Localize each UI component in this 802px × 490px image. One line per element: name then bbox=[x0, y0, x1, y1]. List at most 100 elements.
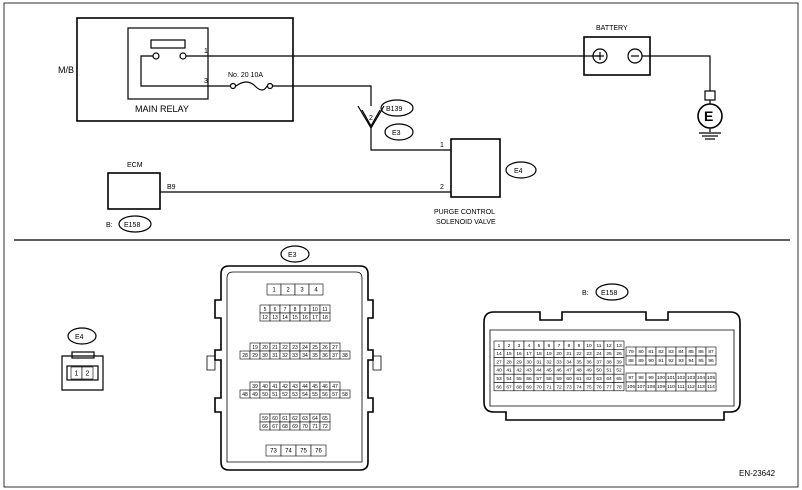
solenoid-connector-tag bbox=[505, 161, 537, 179]
connector-e3-label: E3 bbox=[392, 130, 401, 137]
connector-b139-label: B139 bbox=[386, 106, 402, 113]
main-relay-box bbox=[127, 27, 209, 100]
wire-fuse-to-b139 bbox=[273, 85, 372, 106]
pin-number: 39 bbox=[252, 384, 258, 390]
pin-number: 19 bbox=[252, 345, 258, 351]
pin-number: 73 bbox=[566, 384, 572, 390]
pin-number: 78 bbox=[616, 384, 622, 390]
pin-number: 18 bbox=[322, 315, 328, 321]
pin-number: 91 bbox=[658, 358, 664, 364]
pin-number: 59 bbox=[262, 416, 268, 422]
pin-number: 58 bbox=[546, 376, 552, 382]
battery-label: BATTERY bbox=[596, 25, 628, 32]
ground-label: E bbox=[704, 108, 713, 124]
pin-number: 35 bbox=[312, 353, 318, 359]
solenoid-pin-1: 1 bbox=[440, 142, 444, 149]
pin-number: 49 bbox=[252, 392, 258, 398]
pin-number: 24 bbox=[596, 351, 602, 357]
pin-number: 42 bbox=[282, 384, 288, 390]
e4-face-tag bbox=[67, 327, 97, 345]
pin-number: 70 bbox=[302, 424, 308, 430]
pin-number: 3 bbox=[518, 343, 521, 349]
pin-number: 17 bbox=[526, 351, 532, 357]
pin-number: 44 bbox=[302, 384, 308, 390]
pin-number: 63 bbox=[596, 376, 602, 382]
pin-number: 23 bbox=[586, 351, 592, 357]
pin-number: 7 bbox=[284, 307, 287, 313]
pin-number: 9 bbox=[578, 343, 581, 349]
pin-number: 47 bbox=[566, 368, 572, 374]
pin-number: 53 bbox=[496, 376, 502, 382]
pin-number: 53 bbox=[292, 392, 298, 398]
pin-number: 59 bbox=[556, 376, 562, 382]
pin-number: 16 bbox=[302, 315, 308, 321]
pin-number: 50 bbox=[262, 392, 268, 398]
pin-number: 71 bbox=[546, 384, 552, 390]
pin-number: 100 bbox=[657, 375, 665, 381]
pin-number: 31 bbox=[272, 353, 278, 359]
pin-number: 81 bbox=[648, 349, 654, 355]
pin-number: 77 bbox=[606, 384, 612, 390]
pin-number: 67 bbox=[272, 424, 278, 430]
ecm-connector-label: E158 bbox=[124, 222, 140, 229]
pin-number: 72 bbox=[322, 424, 328, 430]
pin-number: 64 bbox=[312, 416, 318, 422]
pin-number: 38 bbox=[606, 359, 612, 365]
pin-number: 95 bbox=[698, 358, 704, 364]
pin-number: 48 bbox=[576, 368, 582, 374]
pin-number: 57 bbox=[332, 392, 338, 398]
e4-connector-face bbox=[61, 355, 104, 391]
pin-cell bbox=[705, 381, 717, 392]
pin-cell bbox=[339, 350, 351, 360]
pin-number: 5 bbox=[264, 307, 267, 313]
fuse-end-left bbox=[229, 82, 237, 90]
pin-number: 36 bbox=[586, 359, 592, 365]
pin-cell bbox=[705, 355, 717, 366]
pin-number: 60 bbox=[272, 416, 278, 422]
relay-contact-left bbox=[152, 52, 160, 60]
pin-number: 39 bbox=[616, 359, 622, 365]
solenoid-name-line1: PURGE CONTROL bbox=[434, 209, 495, 216]
pin-number: 30 bbox=[262, 353, 268, 359]
main-relay-label: MAIN RELAY bbox=[135, 104, 189, 114]
pin-number: 112 bbox=[687, 384, 695, 390]
pin-number: 58 bbox=[342, 392, 348, 398]
pin-number: 24 bbox=[302, 345, 308, 351]
pin-cell bbox=[310, 444, 327, 457]
pin-number: 31 bbox=[536, 359, 542, 365]
pin-number: 102 bbox=[677, 375, 685, 381]
pin-number: 36 bbox=[322, 353, 328, 359]
pin-number: 13 bbox=[616, 343, 622, 349]
pin-number: 19 bbox=[546, 351, 552, 357]
pin-number: 9 bbox=[304, 307, 307, 313]
pin-number: 86 bbox=[698, 349, 704, 355]
pin-number: 75 bbox=[300, 449, 307, 455]
pin-number: 87 bbox=[708, 349, 714, 355]
pin-number: 114 bbox=[707, 384, 715, 390]
mb-label: M/B bbox=[58, 65, 74, 75]
pin-number: 37 bbox=[596, 359, 602, 365]
pin-number: 1 bbox=[75, 370, 79, 377]
pin-number: 68 bbox=[516, 384, 522, 390]
battery-positive-icon bbox=[592, 48, 608, 64]
pin-number: 80 bbox=[638, 349, 644, 355]
relay-contact-right bbox=[179, 52, 187, 60]
pin-number: 34 bbox=[566, 359, 572, 365]
pin-number: 21 bbox=[272, 345, 278, 351]
pin-number: 105 bbox=[707, 375, 715, 381]
pin-number: 45 bbox=[546, 368, 552, 374]
ground-terminal bbox=[704, 90, 716, 101]
pin-number: 57 bbox=[536, 376, 542, 382]
pin-number: 50 bbox=[596, 368, 602, 374]
pin-number: 61 bbox=[576, 376, 582, 382]
connector-b139-tag bbox=[380, 99, 414, 117]
e4-face-label: E4 bbox=[75, 334, 84, 341]
pin-number: 82 bbox=[658, 349, 664, 355]
pin-number: 68 bbox=[282, 424, 288, 430]
pin-number: 26 bbox=[616, 351, 622, 357]
mb-box bbox=[76, 17, 294, 122]
connector-e3-tag bbox=[384, 123, 414, 141]
